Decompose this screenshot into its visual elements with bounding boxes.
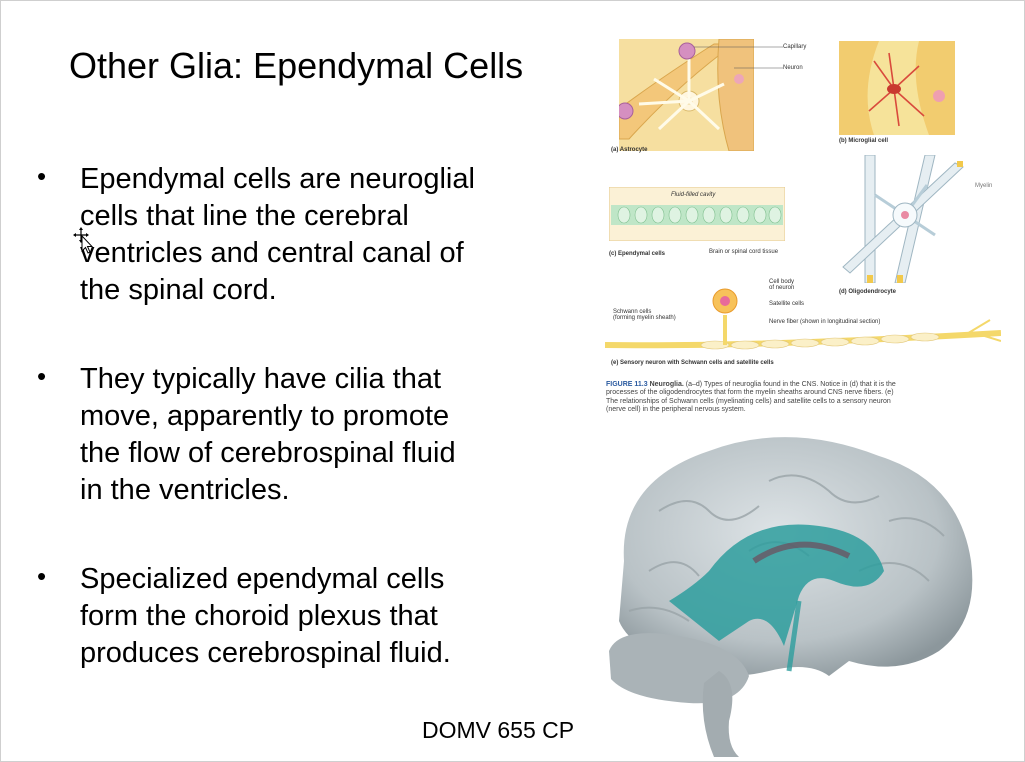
bullet-marker: •: [37, 161, 47, 191]
microglial-label: (b) Microglial cell: [839, 138, 889, 144]
bullet-text: Specialized ependymal cells form the cho…: [80, 561, 520, 672]
sensory-neuron-illustration: [605, 288, 1001, 350]
fluid-cavity-label: Fluid-filled cavity: [671, 192, 716, 198]
bullet-line: Ependymal cells are neuroglial: [80, 163, 475, 195]
bullet-line: cells that line the cerebral: [80, 200, 409, 232]
satellite-cells-label: Satellite cells: [769, 301, 805, 307]
schwann-cells-label: Schwann cells(forming myelin sheath): [613, 309, 676, 321]
astrocyte-illustration: [619, 39, 754, 151]
brain-ventricles-image: [609, 437, 973, 757]
sensory-neuron-label: (e) Sensory neuron with Schwann cells an…: [611, 360, 774, 366]
slide-footer: DOMV 655 CP: [422, 717, 575, 743]
bullet-text: They typically have cilia that move, app…: [80, 361, 520, 509]
bullet-text: Ependymal cells are neuroglial cells tha…: [80, 161, 520, 309]
nerve-fiber-label: Nerve fiber (shown in longitudinal secti…: [769, 319, 881, 325]
oligodendrocyte-label: (d) Oligodendrocyte: [839, 289, 896, 295]
bullet-line: produces cerebrospinal fluid.: [80, 637, 451, 669]
oligodendrocyte-illustration: [842, 155, 964, 283]
bullet-marker: •: [37, 561, 47, 591]
neuron-label: Neuron: [783, 65, 803, 71]
ependymal-label: (c) Ependymal cells: [609, 251, 666, 257]
bullet-line: They typically have cilia that: [80, 363, 442, 395]
figure-caption: FIGURE 11.3 Neuroglia. (a–d) Types of ne…: [606, 381, 896, 414]
bullet-line: ventricles and central canal of: [80, 237, 464, 269]
label-leader-lines: [694, 46, 783, 69]
brain-tissue-label: Brain or spinal cord tissue: [709, 249, 779, 255]
slide-title: Other Glia: Ependymal Cells: [69, 45, 524, 86]
astrocyte-label: (a) Astrocyte: [611, 147, 648, 153]
bullet-line: move, apparently to promote: [80, 400, 450, 432]
bullet-line: the flow of cerebrospinal fluid: [80, 437, 456, 469]
neuroglia-figure: Capillary Neuron (a) Astrocyte (b) Micro…: [599, 27, 1001, 425]
capillary-label: Capillary: [783, 44, 807, 50]
figure-heading: Neuroglia.: [649, 381, 684, 388]
bullet-line: in the ventricles.: [80, 474, 290, 506]
myelin-label: Myelin: [975, 183, 993, 189]
figure-caption-text: (a–d) Types of neuroglia found in the CN…: [606, 381, 896, 413]
ependymal-cells-illustration: [609, 187, 785, 241]
move-cursor-icon: [73, 227, 93, 254]
bullet-line: Specialized ependymal cells: [80, 563, 445, 595]
microglial-cell-illustration: [839, 41, 955, 135]
figure-number: FIGURE 11.3: [606, 381, 648, 388]
bullet-line: the spinal cord.: [80, 274, 277, 306]
bullet-marker: •: [37, 361, 47, 391]
bullet-line: form the choroid plexus that: [80, 600, 438, 632]
